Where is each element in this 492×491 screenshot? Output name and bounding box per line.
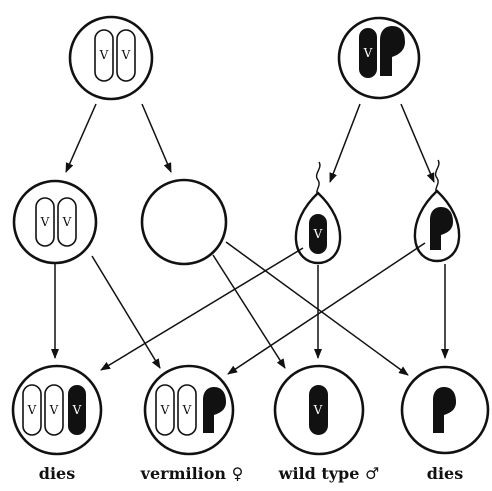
x-chromosome-recessive [35,197,55,247]
zygote-y-only [400,365,490,455]
arrow [65,103,97,173]
v-letter: V [363,46,373,60]
arrow [225,241,409,376]
v-letter: V [99,48,109,62]
v-letter: V [313,227,323,241]
v-letter: V [313,403,323,417]
x-chromosome-recessive [155,384,175,436]
v-letter: V [182,403,192,417]
x-chromosome-recessive [44,384,64,436]
zygote-wild-type-male: V [273,364,365,456]
sperm-tail [434,159,440,195]
egg-cell-empty [140,178,228,266]
v-letter: V [160,403,170,417]
label-dies-right: dies [426,464,464,483]
label-vermilion-female: vermilion ♀ [140,464,244,483]
egg-cell-vv: V V [12,179,98,265]
parent-male-cell: V [337,16,421,100]
x-chromosome-wild [309,214,327,254]
x-chromosome-recessive [22,384,42,436]
x-chromosome-recessive [57,197,77,247]
zygote-triple-x: V V V [11,364,103,456]
v-letter: V [72,403,82,417]
x-chromosome-wild [309,385,328,435]
arrow [141,103,172,173]
x-chromosome-recessive [177,384,197,436]
y-chromosome [380,26,405,76]
x-chromosome-recessive [116,29,136,82]
v-letter: V [121,48,131,62]
v-letter: V [49,403,59,417]
arrow [91,255,161,369]
v-letter: V [40,215,50,229]
arrow [100,247,304,371]
sperm-y [413,159,461,263]
v-letter: V [27,403,37,417]
x-chromosome-wild [359,28,377,78]
sperm-tail [315,161,321,197]
arrow [212,254,286,369]
y-chromosome [433,387,456,433]
y-chromosome [430,207,453,250]
label-dies-left: dies [38,464,76,483]
x-chromosome-wild [68,385,86,435]
parent-female-cell: V V [68,15,154,101]
v-letter: V [62,215,72,229]
y-chromosome [203,387,226,433]
x-chromosome-recessive [94,29,114,82]
label-wild-type-male: wild type ♂ [278,464,380,483]
arrow [227,242,426,375]
arrow [400,103,435,183]
sperm-x: V [294,161,342,265]
arrow [329,103,361,183]
zygote-vermilion-female: V V [143,364,235,456]
